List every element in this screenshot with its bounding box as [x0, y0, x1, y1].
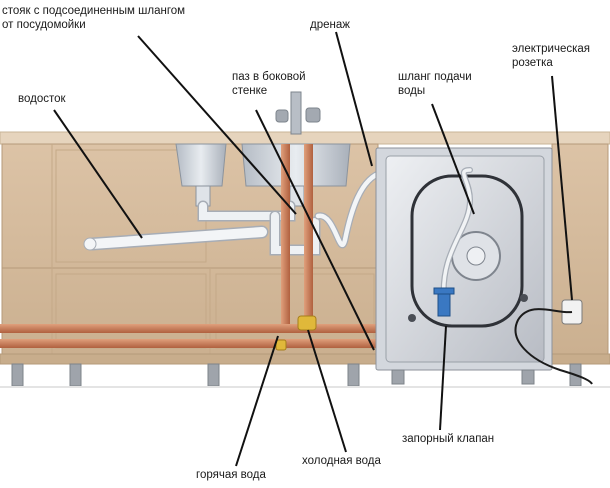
faucet — [276, 92, 320, 134]
label-socket: электрическая розетка — [512, 42, 590, 70]
label-hot-water: горячая вода — [196, 468, 266, 482]
countertop — [0, 132, 610, 144]
label-drainage: дренаж — [310, 18, 350, 32]
label-cold-water: холодная вода — [302, 454, 381, 468]
label-groove: паз в боковой стенке — [232, 70, 306, 98]
label-supply-hose: шланг подачи воды — [398, 70, 472, 98]
label-shutoff-valve: запорный клапан — [402, 432, 494, 446]
label-gutter: водосток — [18, 92, 66, 106]
label-riser: стояк с подсоединенным шлангом от посудо… — [2, 4, 185, 32]
